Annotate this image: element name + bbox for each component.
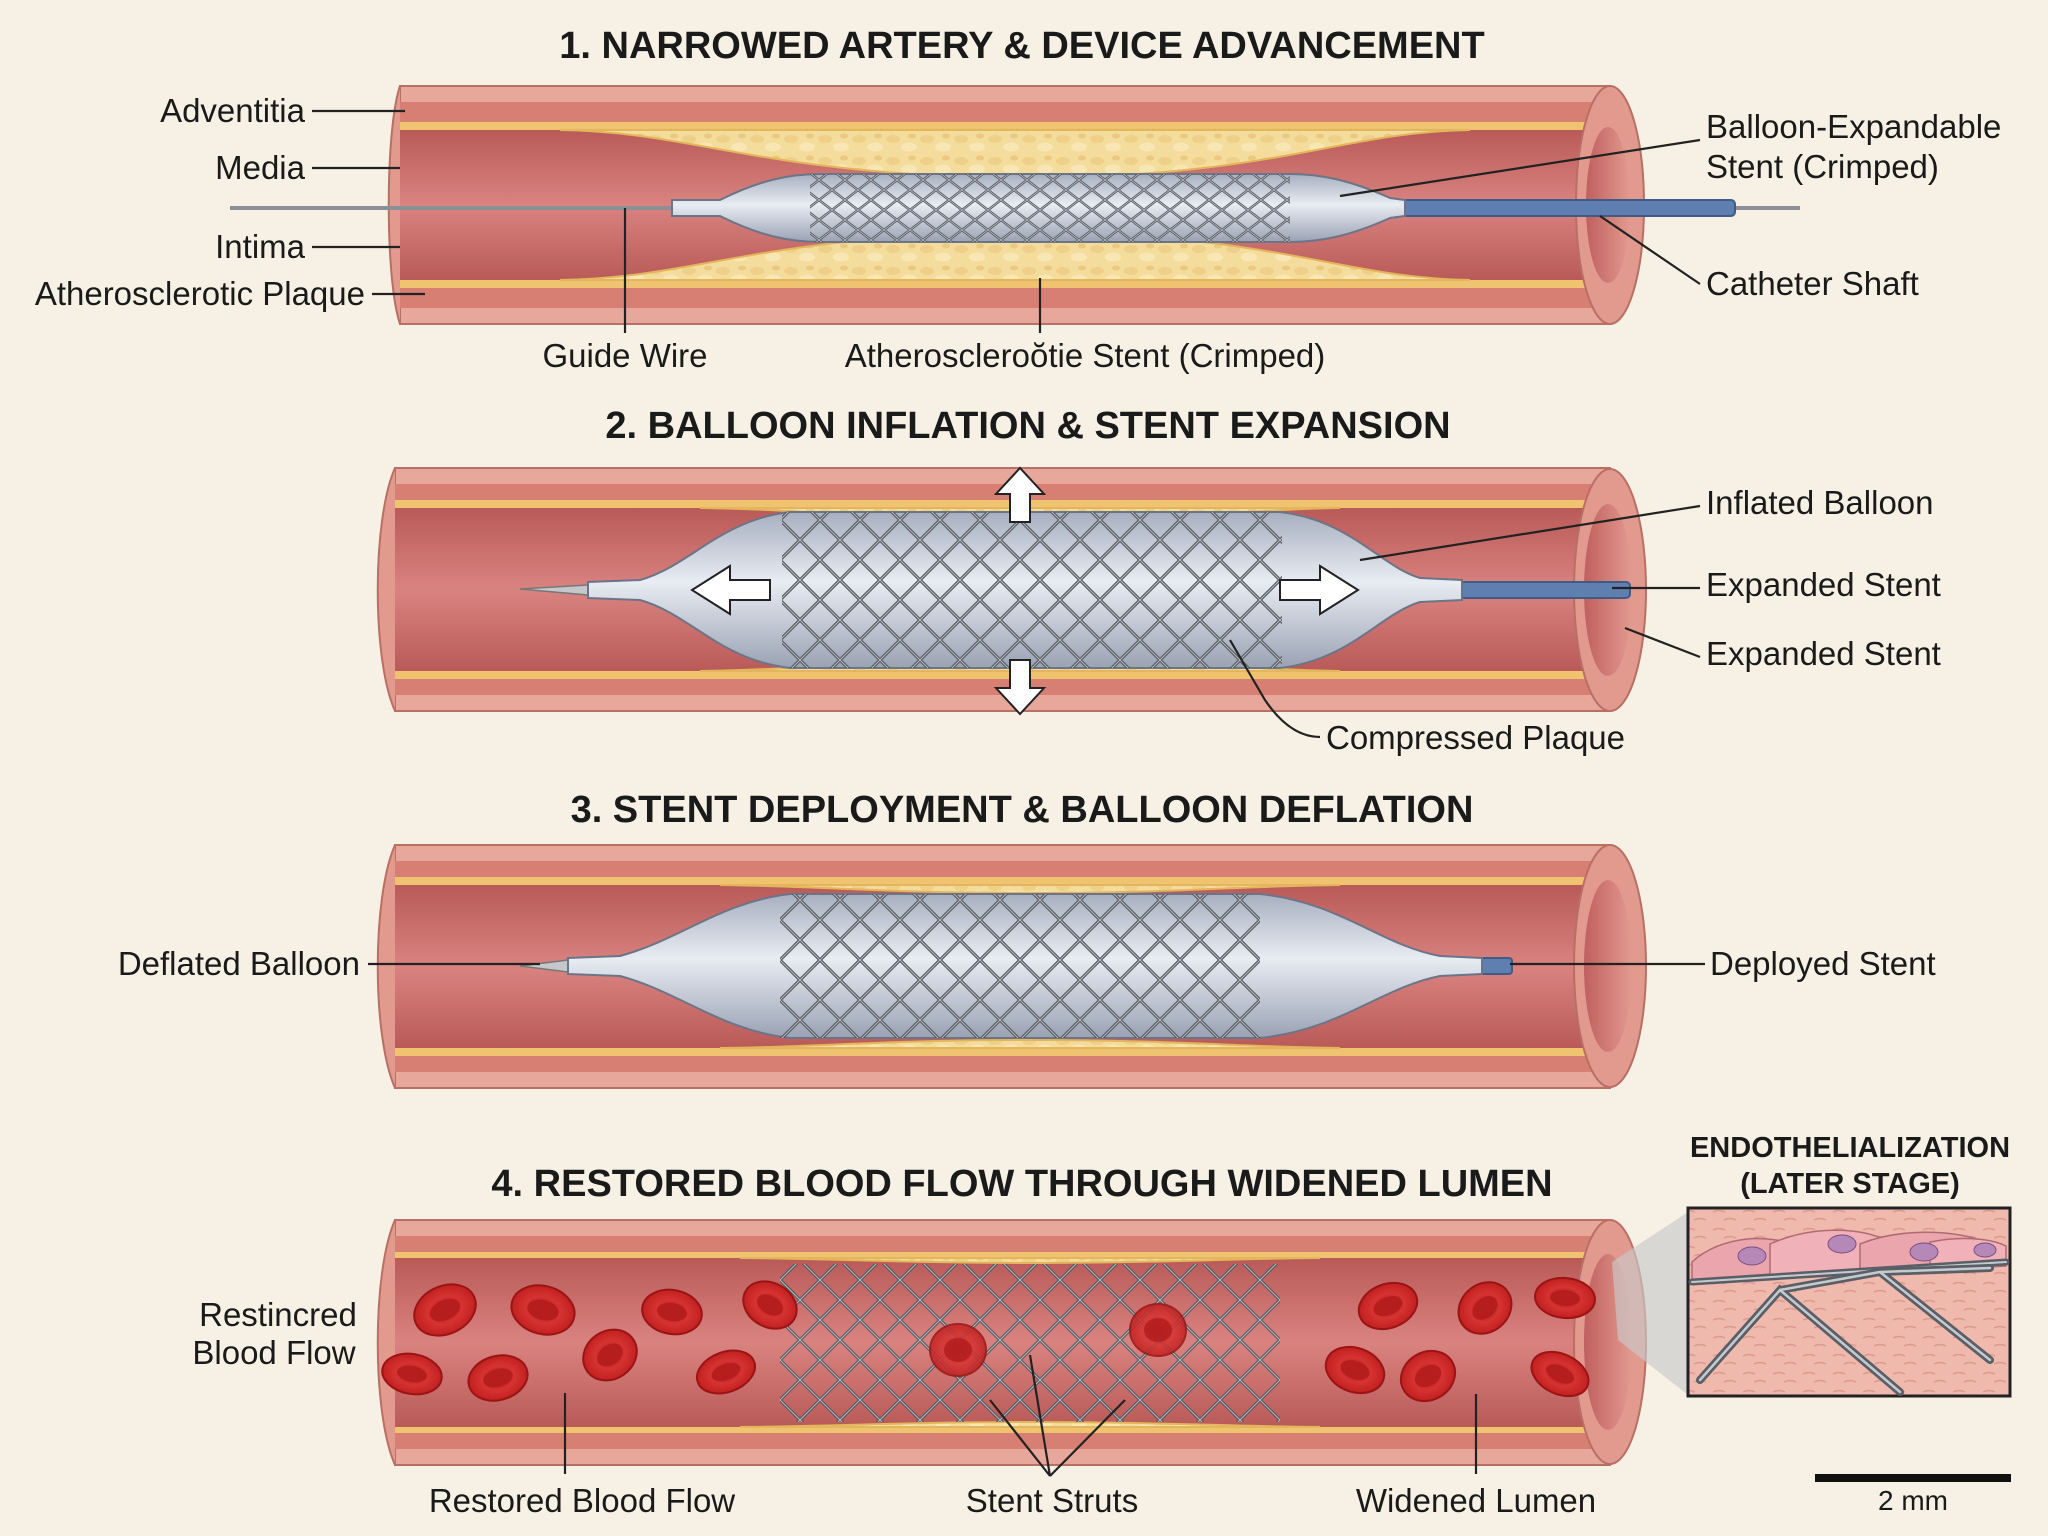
leader-inflated-balloon [1359,504,1701,562]
inset-connector [1612,1212,1688,1395]
panel-4-title: 4. RESTORED BLOOD FLOW THROUGH WIDENED L… [491,1163,1552,1205]
label-expanded-stent-2: Expanded Stent [1706,635,1941,672]
label-balloon-stent-line1: Balloon-Expandable [1706,108,2001,145]
artery-end-opening [1584,880,1632,1052]
scale-bar-label: 2 mm [1878,1485,1948,1516]
red-blood-cell [582,1328,638,1382]
label-balloon-stent-line2: Stent (Crimped) [1706,148,1939,185]
label-expanded-stent-1: Expanded Stent [1706,566,1941,603]
inset-stent-struts [1688,1258,2010,1396]
label-compressed-plaque: Compressed Plaque [1326,719,1625,756]
red-blood-cell [467,1354,529,1402]
catheter-shaft [1379,199,1736,217]
label-restricted-line2: Blood Flow [192,1334,355,1371]
artery-left-edge [376,1219,396,1466]
label-inflated-balloon: Inflated Balloon [1706,484,1934,521]
label-media: Media [215,149,306,186]
panel-1: 1. NARROWED ARTERY & DEVICE ADVANCEMENT … [35,25,2002,374]
label-restored-flow: Restored Blood Flow [429,1482,735,1519]
label-catheter: Catheter Shaft [1706,265,1919,302]
expanded-stent [782,512,1282,668]
arrow-right [1279,564,1360,616]
label-deployed-stent: Deployed Stent [1710,945,1936,982]
catheter-shaft [1459,581,1631,599]
red-blood-cell [381,1352,443,1396]
endothelialization-inset: ENDOTHELIALIZATION (LATER STAGE) [1612,1132,2012,1398]
label-guide-wire: Guide Wire [542,337,707,374]
red-blood-cell [1357,1281,1419,1331]
deployed-stent [780,894,1260,1038]
artery-left-edge [387,85,401,325]
stent-struts [780,1264,1280,1422]
inset-title-line1: ENDOTHELIALIZATION [1690,1132,2010,1164]
leader-stent-struts [989,1354,1126,1477]
cell-nucleus [1909,1242,1939,1262]
leader-catheter [1599,215,1701,285]
label-deflated-balloon: Deflated Balloon [118,945,360,982]
red-blood-cell [1399,1349,1457,1403]
endothelial-cells [1691,1229,2007,1281]
label-bottom-stent: Atheroscleroŏtie Stent (Crimped) [845,337,1326,374]
inset-title-line2: (LATER STAGE) [1740,1168,1960,1200]
red-blood-cell [1324,1345,1386,1395]
panel-2-title: 2. BALLOON INFLATION & STENT EXPANSION [605,405,1450,447]
panel-2: 2. BALLOON INFLATION & STENT EXPANSION I… [376,405,1941,756]
artery-left-edge [376,844,396,1089]
red-blood-cell [641,1288,703,1336]
panel-1-title: 1. NARROWED ARTERY & DEVICE ADVANCEMENT [559,25,1484,67]
expansion-arrows [690,466,1360,716]
cell-nucleus [1827,1234,1857,1254]
red-blood-cell [695,1349,757,1395]
arrow-down [993,659,1047,716]
label-plaque: Atherosclerotic Plaque [35,275,365,312]
plaque-top [739,1257,1321,1265]
label-restricted-line1: Restincred [199,1296,357,1333]
cell-nucleus [1973,1242,1997,1258]
red-blood-cell [1457,1281,1513,1335]
catheter-tip [1479,957,1513,975]
leader-balloon-stent [1339,138,1701,198]
scale-bar-line [1815,1474,2011,1482]
red-blood-cell [1534,1276,1596,1320]
red-blood-cell [1530,1350,1590,1398]
label-adventitia: Adventitia [160,92,306,129]
red-blood-cell [510,1284,576,1336]
label-intima: Intima [215,228,306,265]
panel-3: 3. STENT DEPLOYMENT & BALLOON DEFLATION … [118,789,1936,1089]
plaque-bottom [719,1038,1341,1049]
cell-nucleus [1737,1246,1767,1266]
arrow-up [993,466,1047,523]
scale-bar: 2 mm [1815,1474,2011,1516]
artery-1 [387,85,1645,325]
panel-3-title: 3. STENT DEPLOYMENT & BALLOON DEFLATION [571,789,1474,831]
red-blood-cell [929,1323,987,1377]
red-blood-cell [742,1280,798,1330]
red-blood-cells [381,1276,1596,1403]
red-blood-cell [413,1283,477,1337]
leader-expanded-stent-2 [1624,626,1701,659]
artery-left-edge [376,467,396,712]
arrow-left [690,564,771,616]
red-blood-cell [1129,1303,1187,1357]
panel-4: 4. RESTORED BLOOD FLOW THROUGH WIDENED L… [192,1163,1647,1519]
label-stent-struts: Stent Struts [966,1482,1138,1519]
leader-compressed-plaque [1229,639,1321,739]
label-widened-lumen: Widened Lumen [1356,1482,1596,1519]
crimped-stent [810,174,1290,242]
